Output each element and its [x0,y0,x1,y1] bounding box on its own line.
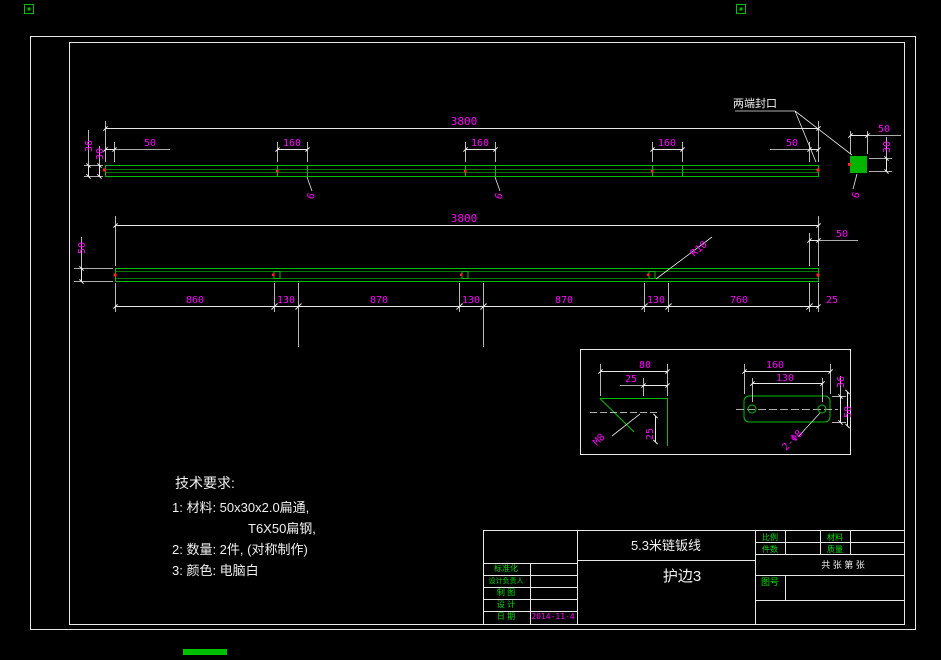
marker-top-left-dot [27,7,31,11]
dim-plate-holes: 2-Φ8 [780,428,805,453]
title-block: 5.3米链钣线 护边3 比例 材料 件数 质量 共 张 第 张 图号 标准化 设… [483,530,905,625]
detail-view: 80 25 25 M8 160 130 36 50 2-Φ8 [580,349,854,455]
dim-end-plate-thickness: 6 [850,191,862,200]
dim-plan-seg-3: 870 [370,295,388,306]
detail-box [580,349,851,455]
dim-front-height-inner: 30 [95,148,106,160]
date-value: 2014-11-4 [531,612,575,621]
dim-front-left-offset: 50 [144,138,156,149]
plan-feature-2 [461,271,469,279]
dim-front-slot-width-1: 6 [305,192,317,201]
drawing-no-label: 图号 [761,577,779,587]
outer-border [30,36,916,630]
end-cap-section [850,156,867,173]
dim-plan-seg-2: 130 [277,295,295,306]
front-view: 3800 50 160 160 160 50 两端封口 50 [84,96,901,201]
title-block-frame [483,530,905,625]
plan-view: 3800 50 50 R10 860 130 870 [74,212,858,347]
dim-detail-offset: 25 [625,374,637,385]
tech-title: 技术要求: [175,475,235,491]
material-label: 材料 [827,532,843,542]
dim-detail-depth: 25 [645,428,656,440]
row-design: 设 计 [497,599,515,609]
dim-detail-thread: M8 [591,432,607,448]
dim-plan-seg-1: 860 [186,295,204,306]
dim-detail-width: 80 [639,360,651,371]
mass-label: 质量 [827,544,843,554]
dim-plan-seg-6: 130 [647,295,665,306]
dim-plan-corner-radius: R10 [689,239,710,259]
dim-plan-total: 3800 [451,212,478,225]
dim-front-right-offset: 50 [786,138,798,149]
tech-item-3: 3: 颜色: 电脑白 [172,563,259,578]
dim-front-slot-width-2: 6 [493,192,505,201]
marker-top-left [24,4,34,14]
row-draft: 制 图 [497,587,515,597]
part-name: 护边3 [663,568,701,585]
dim-plate-length: 160 [766,360,784,371]
dim-hole-spacing: 130 [776,373,794,384]
sheet-info: 共 张 第 张 [821,559,865,570]
marker-top-right-dot [739,7,743,11]
row-design-lead: 设计负责人 [489,576,524,585]
dim-plan-right-offset: 50 [836,229,848,240]
dim-front-height-outer: 36 [84,140,95,152]
dim-plan-seg-5: 870 [555,295,573,306]
plate-hole-left [747,404,757,414]
end-seal-label: 两端封口 [733,96,777,110]
dim-front-total: 3800 [451,115,478,128]
tech-item-1: 1: 材料: 50x30x2.0扁通, [172,500,309,515]
tech-item-2: 2: 数量: 2件, (对称制作) [172,542,308,557]
inner-border [69,42,905,625]
row-standardization: 标准化 [494,563,518,573]
plan-feature-3 [648,271,656,279]
dim-front-slot1: 160 [283,138,301,149]
dim-front-slot2: 160 [471,138,489,149]
scale-label: 比例 [762,532,778,542]
tech-item-1-cont: T6X50扁钢, [248,521,316,536]
dim-plate-height: 36 [836,376,847,388]
tech-requirements: 技术要求: 1: 材料: 50x30x2.0扁通, T6X50扁钢, 2: 数量… [172,475,316,578]
qty-label: 件数 [762,544,778,554]
marker-bottom-left [183,649,227,655]
product-name: 5.3米链钣线 [631,538,701,553]
dim-plan-seg-8: 25 [826,295,838,306]
viewport-markers [24,4,746,655]
dim-front-slot3: 160 [658,138,676,149]
dim-plate-width: 50 [843,406,854,418]
marker-top-right [736,4,746,14]
dim-end-width: 50 [878,124,890,135]
dim-plan-seg-7: 760 [730,295,748,306]
plate-hole-right [817,404,827,414]
dim-plan-seg-4: 130 [462,295,480,306]
dim-plan-width: 50 [77,242,88,254]
end-plate [743,395,831,423]
plan-feature-1 [273,271,281,279]
dim-end-height: 30 [882,141,893,153]
row-date: 日 期 [497,612,515,621]
